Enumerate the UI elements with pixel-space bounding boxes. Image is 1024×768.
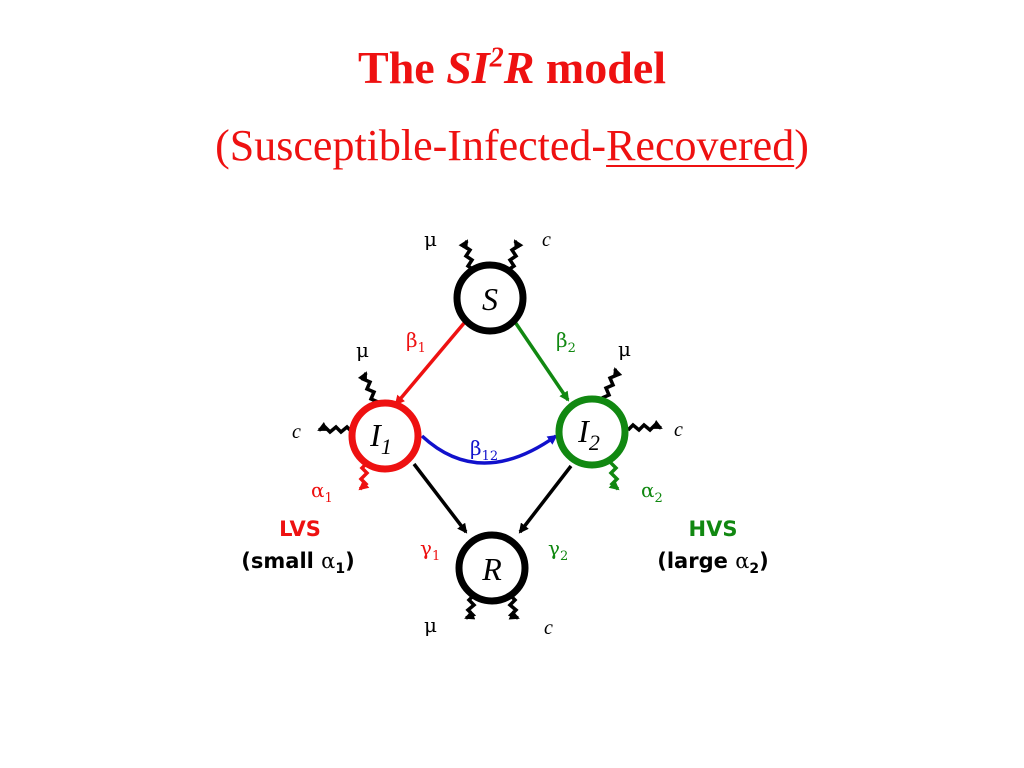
node-s-circle <box>453 261 527 335</box>
hvs-desc-close: ) <box>759 549 769 573</box>
slide-subtitle: (Susceptible-Infected-Recovered) <box>0 120 1024 172</box>
node-i1-circle <box>348 399 422 473</box>
title-model-main: SI <box>446 42 490 93</box>
label-alpha2: α2 <box>641 478 663 506</box>
label-r-c: c <box>544 617 553 639</box>
label-i2-c: c <box>674 419 683 441</box>
wavy-arrow-s-mu <box>458 239 475 272</box>
node-i2-sub: 2 <box>589 430 600 455</box>
slide-title: The SI2R model <box>0 42 1024 94</box>
beta2-sub: 2 <box>568 341 576 356</box>
arrow-s-to-i2 <box>513 321 570 402</box>
label-s-c: c <box>542 229 551 251</box>
node-r-letter: R <box>481 551 502 587</box>
wavy-arrow-i1-c <box>317 421 354 435</box>
lvs-desc-close: ) <box>345 549 355 573</box>
gamma1-symbol: γ <box>420 536 432 560</box>
wavy-arrow-r-c <box>507 593 520 620</box>
label-i2-mu: μ <box>618 337 631 361</box>
lvs-alpha-sub: 1 <box>335 561 345 577</box>
alpha2-sub: 2 <box>655 491 663 506</box>
label-s-mu: μ <box>424 227 437 251</box>
wavy-arrow-i1-alpha <box>358 460 370 491</box>
hvs-alpha-symbol: α <box>735 549 749 573</box>
node-s-label: S <box>482 281 498 317</box>
title-prefix: The <box>358 42 447 93</box>
subtitle-open-paren: ( <box>215 121 230 170</box>
arrow-s-to-i1 <box>394 320 467 406</box>
beta12-sub: 12 <box>482 449 499 464</box>
title-model-sup: 2 <box>489 42 504 74</box>
alpha1-symbol: α <box>311 478 325 502</box>
node-i2-letter: I <box>577 413 590 449</box>
node-s-letter: S <box>482 281 498 317</box>
wavy-arrow-i2-mu <box>601 367 623 400</box>
label-i1-c: c <box>292 421 301 443</box>
beta1-symbol: β <box>406 328 418 352</box>
subtitle-part1: Susceptible-Infected- <box>229 121 607 170</box>
arrow-i1-to-i2 <box>420 434 558 465</box>
node-i1-sub: 1 <box>381 434 392 459</box>
arrow-i1-to-r <box>412 462 468 534</box>
label-r-mu: μ <box>424 613 437 637</box>
node-i1-letter: I <box>369 417 382 453</box>
gamma2-symbol: γ <box>548 536 560 560</box>
lvs-desc-open: (small <box>241 549 321 573</box>
title-model-tail: R <box>503 42 535 93</box>
gamma2-sub: 2 <box>560 549 568 564</box>
wavy-arrow-r-mu <box>464 593 477 620</box>
label-alpha1: α1 <box>311 478 333 506</box>
wavy-arrow-i2-alpha <box>608 460 620 491</box>
lvs-name: LVS <box>279 517 321 541</box>
hvs-alpha-sub: 2 <box>749 561 759 577</box>
hvs-desc: (large α2) <box>657 549 768 577</box>
subtitle-close-paren: ) <box>794 121 809 170</box>
wavy-arrow-s-c <box>507 239 524 272</box>
lvs-desc: (small α1) <box>241 549 354 577</box>
wavy-arrow-i2-c <box>626 419 663 433</box>
label-gamma2: γ2 <box>548 536 568 564</box>
label-beta1: β1 <box>406 328 426 356</box>
node-r-label: R <box>481 551 502 587</box>
subtitle-recovered: Recovered <box>606 121 795 170</box>
label-gamma1: γ1 <box>420 536 440 564</box>
title-suffix: model <box>534 42 666 93</box>
gamma1-sub: 1 <box>432 549 440 564</box>
beta2-symbol: β <box>556 328 568 352</box>
hvs-desc-open: (large <box>657 549 735 573</box>
alpha2-symbol: α <box>641 478 655 502</box>
beta12-symbol: β <box>470 436 482 460</box>
wavy-arrow-i1-mu <box>357 371 379 404</box>
label-i1-mu: μ <box>356 338 369 362</box>
hvs-name: HVS <box>689 517 738 541</box>
label-beta2: β2 <box>556 328 576 356</box>
node-r-circle <box>455 531 529 605</box>
label-beta12: β12 <box>470 436 498 464</box>
node-i2-circle <box>555 395 629 469</box>
node-i1-label: I1 <box>369 417 392 459</box>
lvs-alpha-symbol: α <box>321 549 335 573</box>
arrow-i2-to-r <box>518 464 573 534</box>
beta1-sub: 1 <box>418 341 426 356</box>
alpha1-sub: 1 <box>325 491 333 506</box>
node-i2-label: I2 <box>577 413 600 455</box>
